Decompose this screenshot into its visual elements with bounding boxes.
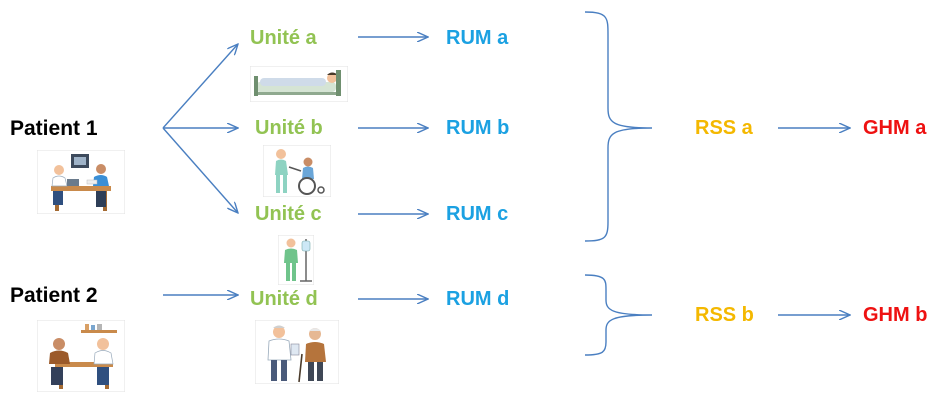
ghm-a-label: GHM a — [863, 117, 927, 139]
arrow-patient1-unite-a — [162, 44, 238, 129]
brace-rss-a — [584, 11, 653, 242]
doctor-patient-desk-illustration — [37, 320, 125, 392]
unite-d-label: Unité d — [250, 288, 318, 310]
brace-rss-b — [584, 274, 653, 356]
doctor-elderly-patient-illustration — [255, 320, 339, 384]
patient-2-label: Patient 2 — [10, 284, 98, 307]
rss-b-label: RSS b — [695, 304, 754, 326]
rum-a-label: RUM a — [446, 27, 509, 49]
hospital-bed-illustration — [250, 66, 348, 102]
iv-drip-patient-illustration — [278, 235, 314, 285]
unite-c-label: Unité c — [255, 203, 322, 225]
doctor-consultation-illustration — [37, 150, 125, 214]
rum-d-label: RUM d — [446, 288, 510, 310]
unite-a-label: Unité a — [250, 27, 317, 49]
rss-a-label: RSS a — [695, 117, 753, 139]
unite-b-label: Unité b — [255, 117, 323, 139]
patient-1-label: Patient 1 — [10, 117, 98, 140]
ghm-b-label: GHM b — [863, 304, 928, 326]
wheelchair-nurse-illustration — [263, 145, 331, 197]
rum-b-label: RUM b — [446, 117, 510, 139]
arrow-patient1-unite-c — [162, 127, 238, 213]
rum-c-label: RUM c — [446, 203, 509, 225]
